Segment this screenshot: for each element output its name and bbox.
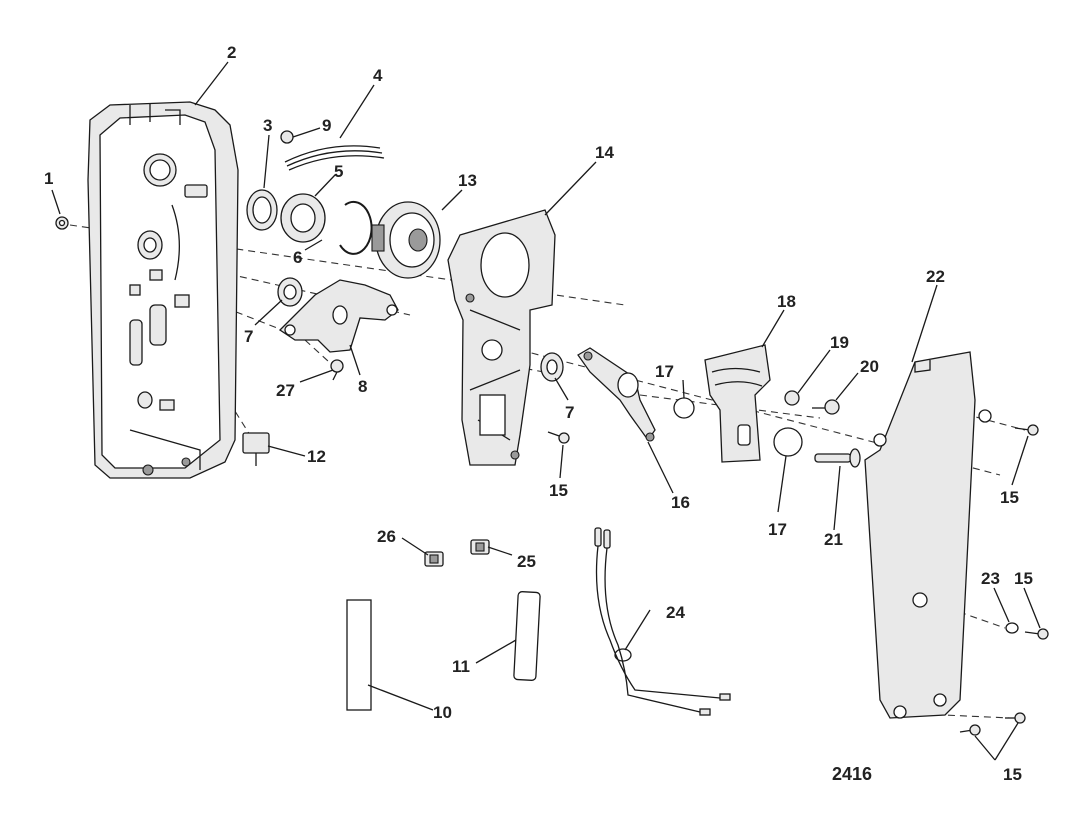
clip-part-25 [470, 539, 490, 555]
callout-25: 25 [517, 552, 536, 571]
nut-part-19 [784, 390, 800, 406]
callout-26: 26 [377, 527, 396, 546]
callout-21: 21 [824, 530, 843, 549]
screw-part-15-cover-top [1014, 424, 1039, 436]
callout-14: 14 [595, 143, 614, 162]
bushing-part-left [277, 277, 303, 307]
switch-part [242, 432, 270, 466]
callout-19: 19 [830, 333, 849, 352]
screw-part-20 [812, 399, 840, 415]
callout-5: 5 [334, 162, 343, 181]
callout-labels: 1 2 3 4 9 5 6 7 8 27 12 13 14 7 15 16 17… [44, 43, 1033, 784]
bracket-part [704, 344, 771, 463]
callout-1: 1 [44, 169, 53, 188]
callout-11: 11 [452, 657, 470, 676]
callout-15-cover-mid: 15 [1014, 569, 1033, 588]
callout-10: 10 [433, 703, 452, 722]
washer-part [280, 193, 326, 243]
washer-part-23 [1005, 622, 1019, 634]
cover-plate-part [864, 351, 992, 719]
figure-number: 2416 [832, 764, 872, 784]
callout-17-bottom: 17 [768, 520, 787, 539]
callout-3: 3 [263, 116, 272, 135]
callout-23: 23 [981, 569, 1000, 588]
callout-18: 18 [777, 292, 796, 311]
bushing-part-right [540, 352, 564, 382]
leader-lines [51, 61, 1041, 761]
inner-frame-part [447, 209, 556, 466]
callout-12: 12 [307, 447, 326, 466]
wire-harness-part [594, 527, 731, 716]
decal-part-10 [346, 599, 372, 711]
screw-part-15-frame [547, 431, 570, 444]
shift-arm-part [577, 347, 656, 442]
screw-part-15-cover-bottom-a [1005, 712, 1026, 724]
callout-6: 6 [293, 248, 302, 267]
screw-part-15-cover-mid [1024, 628, 1049, 640]
callout-4: 4 [373, 66, 383, 85]
callout-13: 13 [458, 171, 477, 190]
decal-part-11 [513, 591, 541, 681]
clip-part-26 [424, 551, 444, 567]
callout-7-left: 7 [244, 327, 253, 346]
washer-part-17-top [673, 397, 695, 419]
nut-part [55, 216, 69, 230]
callout-15-frame: 15 [549, 481, 568, 500]
callout-16: 16 [671, 493, 690, 512]
callout-9: 9 [322, 116, 331, 135]
callout-20: 20 [860, 357, 879, 376]
retainer-ring-part [246, 189, 278, 231]
screw-part-27 [330, 359, 344, 381]
callout-22: 22 [926, 267, 945, 286]
callout-15-cover-bottom: 15 [1003, 765, 1022, 784]
callout-2: 2 [227, 43, 236, 62]
small-nut-part [280, 130, 294, 144]
callout-8: 8 [358, 377, 367, 396]
spring-strips-part [284, 145, 385, 171]
gear-assembly-part [371, 201, 441, 279]
pin-part [814, 448, 861, 468]
housing-part [87, 101, 239, 479]
callout-27: 27 [276, 381, 295, 400]
callout-17-top: 17 [655, 362, 674, 381]
washer-part-17-bottom [773, 427, 803, 457]
callout-15-cover-top: 15 [1000, 488, 1019, 507]
cam-lever-part [278, 279, 399, 353]
screw-part-15-cover-bottom-b [959, 724, 981, 736]
snap-ring-part [339, 200, 373, 255]
callout-24: 24 [666, 603, 685, 622]
callout-7-right: 7 [565, 403, 574, 422]
